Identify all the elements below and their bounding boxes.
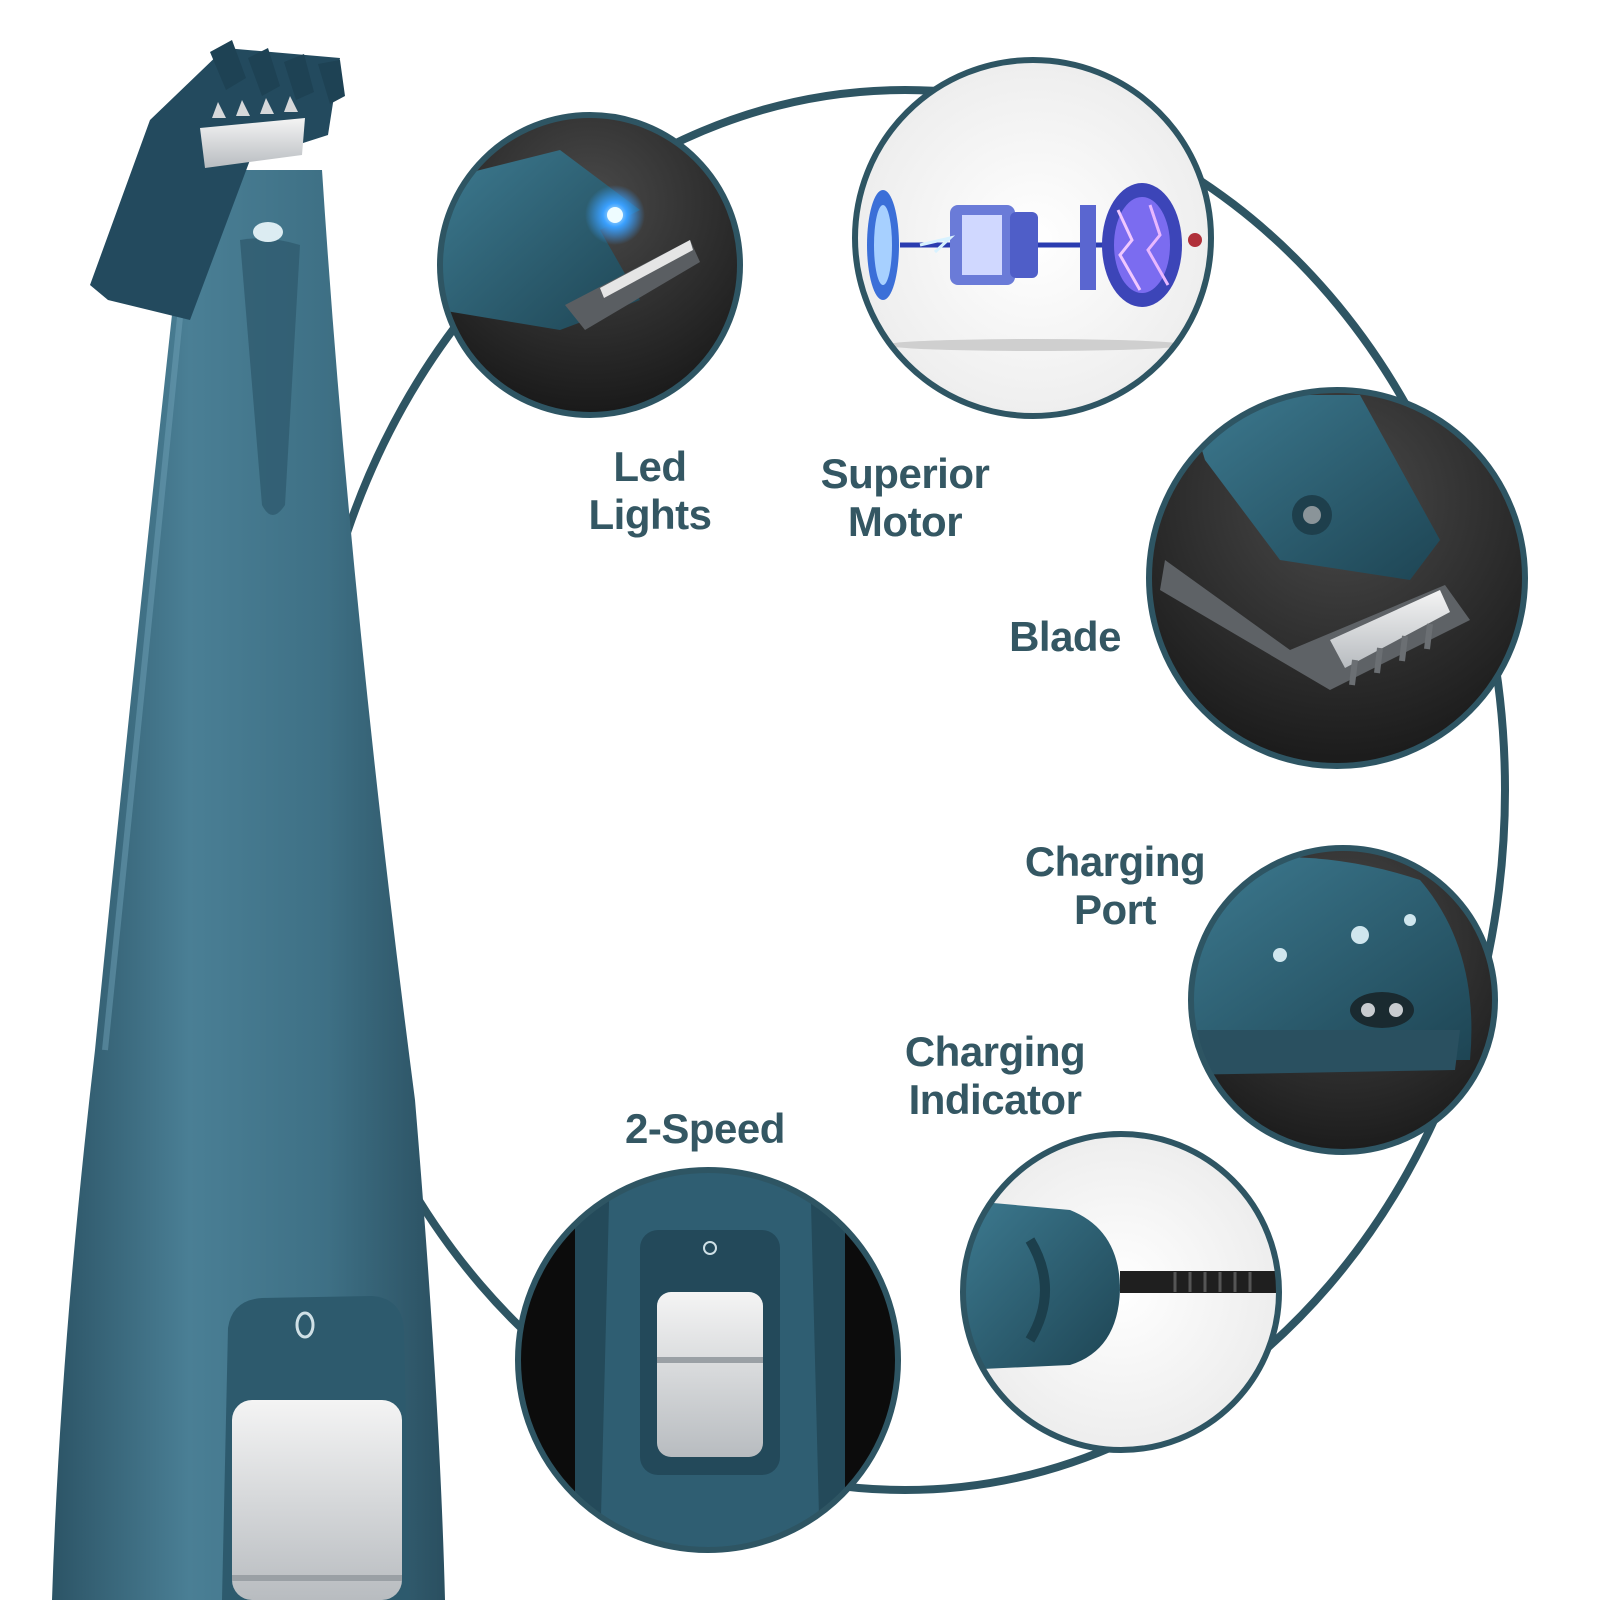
label-superior-motor: Superior Motor — [790, 450, 1020, 546]
label-line: Led — [613, 443, 687, 490]
label-line: Superior — [820, 450, 990, 497]
label-two-speed: 2-Speed — [600, 1105, 810, 1153]
label-line: Motor — [847, 498, 963, 545]
label-line: 2-Speed — [625, 1105, 785, 1152]
label-line: Charging — [904, 1028, 1086, 1075]
feature-image-charging-indicator — [960, 1131, 1282, 1453]
feature-image-led-lights — [437, 112, 743, 418]
label-led-lights: Led Lights — [540, 443, 760, 539]
feature-image-blade — [1146, 387, 1528, 769]
label-charging-port: Charging Port — [1005, 838, 1225, 934]
label-line: Indicator — [908, 1076, 1082, 1123]
power-mark — [295, 1311, 315, 1339]
feature-image-superior-motor — [852, 57, 1214, 419]
label-charging-indicator: Charging Indicator — [875, 1028, 1115, 1124]
label-blade: Blade — [990, 613, 1140, 661]
label-line: Blade — [1009, 613, 1121, 660]
label-line: Charging — [1024, 838, 1206, 885]
label-line: Port — [1074, 886, 1157, 933]
feature-image-two-speed — [515, 1167, 901, 1553]
label-line: Lights — [588, 491, 712, 538]
feature-image-charging-port — [1188, 845, 1498, 1155]
trimmer-illustration — [52, 40, 445, 1600]
